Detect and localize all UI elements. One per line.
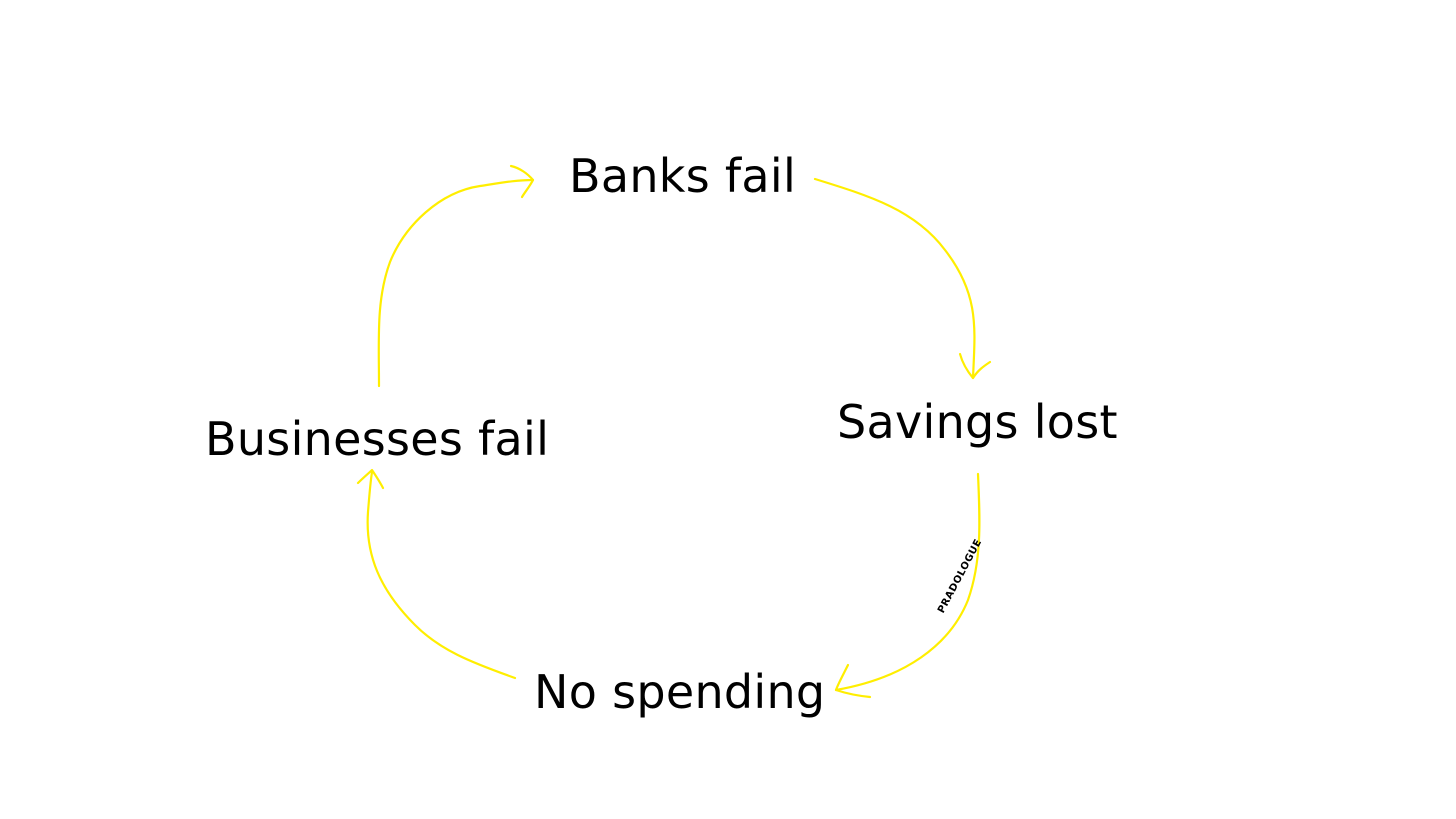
- arrow-businesses-to-banks: [377, 164, 535, 388]
- arrow-banks-to-savings: [813, 177, 992, 380]
- node-banks-fail: Banks fail: [569, 149, 797, 203]
- node-no-spending: No spending: [534, 665, 826, 719]
- arrow-spending-to-businesses: [356, 468, 517, 680]
- node-businesses-fail: Businesses fail: [205, 412, 550, 466]
- arrow-savings-to-spending: [834, 472, 981, 699]
- node-savings-lost: Savings lost: [837, 395, 1118, 449]
